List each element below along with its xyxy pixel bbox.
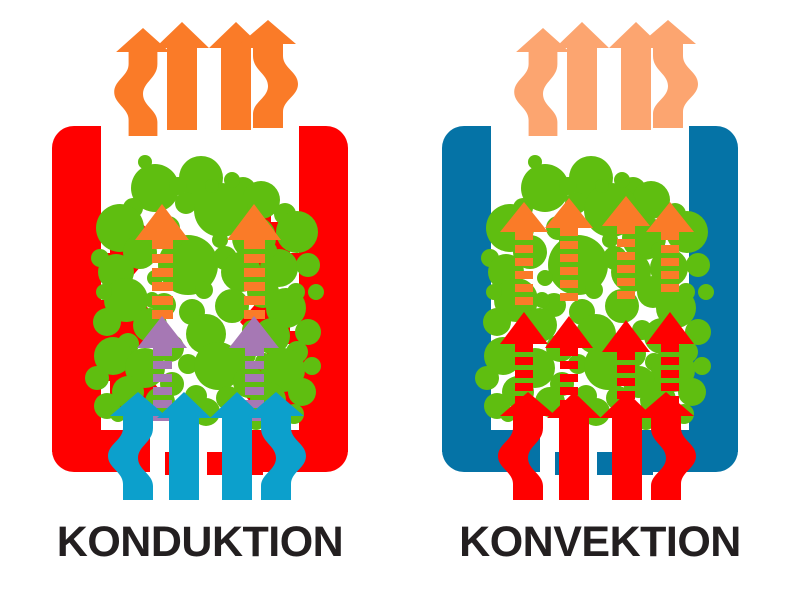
rising-heat-arrows-konvektion [514, 20, 698, 136]
label-konvektion: KONVEKTION [459, 518, 741, 566]
rising-heat-arrow-wavy-1 [114, 28, 170, 136]
incoming-heat-arrows-konduktion [108, 392, 306, 500]
incoming-heat-arrows-konvektion [498, 392, 696, 500]
vessel-base-dash-3 [639, 452, 653, 475]
molecule-flow-arrow-1 [500, 202, 548, 305]
molecule-cluster-konduktion [85, 155, 324, 430]
vessel-wall-left [52, 126, 101, 452]
panel-konvektion: KONVEKTION [400, 0, 800, 600]
incoming-heat-arrow-wavy-1 [498, 392, 556, 500]
vessel-wall-left [442, 126, 491, 452]
molecule-vibration-arrows-upper-konduktion [135, 204, 281, 319]
incoming-heat-arrow-straight-3 [210, 392, 264, 500]
incoming-heat-arrow-straight-3 [600, 392, 654, 500]
incoming-heat-arrow-wavy-4 [248, 392, 306, 500]
molecule-flow-arrow-3 [602, 196, 650, 299]
molecule-flow-arrow-4 [646, 202, 694, 292]
panel-konduktion: KONDUKTION [52, 20, 348, 566]
rising-heat-arrow-wavy-4 [240, 20, 298, 128]
incoming-heat-arrow-straight-2 [547, 392, 601, 500]
molecule-vibration-arrow-2 [227, 204, 281, 319]
incoming-heat-arrow-wavy-1 [108, 392, 166, 500]
incoming-heat-arrow-wavy-4 [638, 392, 696, 500]
molecule-flow-arrow-2 [545, 198, 593, 301]
rising-heat-arrow-straight-2 [155, 22, 209, 130]
rising-heat-arrows-konduktion [114, 20, 298, 136]
incoming-heat-arrow-straight-2 [157, 392, 211, 500]
molecule-flow-arrows-upper-konvektion [500, 196, 694, 305]
molecule-vibration-arrow-1 [135, 204, 189, 319]
label-konduktion: KONDUKTION [56, 518, 344, 566]
rising-heat-arrow-wavy-4 [640, 20, 698, 128]
rising-heat-arrow-wavy-1 [514, 28, 570, 136]
rising-heat-arrow-straight-2 [555, 22, 609, 130]
vessel-base-dash-3 [249, 452, 263, 475]
rising-heat-arrow-straight-3 [609, 22, 663, 130]
rising-heat-arrow-straight-3 [209, 22, 263, 130]
